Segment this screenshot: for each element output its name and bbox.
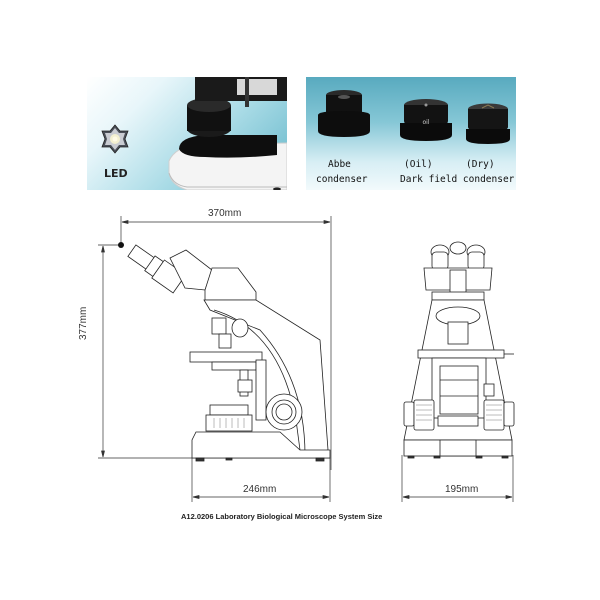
figure-caption: A12.0206 Laboratory Biological Microscop…	[181, 512, 383, 521]
dark-field-condenser-label: Dark field condenser	[400, 174, 515, 185]
oil-label: (Oil)	[404, 159, 433, 170]
led-label: LED	[104, 167, 128, 180]
side-base-dimension-label: 246mm	[243, 484, 277, 495]
reference-point-marker	[118, 242, 124, 248]
front-base-dimension-label: 195mm	[445, 484, 479, 495]
condenser-photo: oil Abbe condenser (Oil) (Dry) Dark fiel…	[306, 77, 516, 190]
dry-label: (Dry)	[466, 159, 495, 170]
svg-text:oil: oil	[422, 119, 429, 126]
abbe-label-line1: Abbe	[328, 159, 351, 170]
width-dimension-label: 370mm	[208, 208, 242, 219]
height-dimension-label: 377mm	[78, 306, 89, 340]
abbe-condenser-image	[318, 90, 370, 137]
side-view-microscope	[127, 244, 331, 462]
oil-condenser-image: oil	[400, 99, 452, 141]
front-view-microscope	[403, 241, 515, 459]
led-chip-icon	[101, 124, 129, 154]
led-illumination-photo: LED	[87, 77, 287, 190]
abbe-label-line2: condenser	[316, 174, 368, 185]
microscope-base-photo	[101, 77, 287, 190]
dry-condenser-image	[466, 103, 510, 144]
